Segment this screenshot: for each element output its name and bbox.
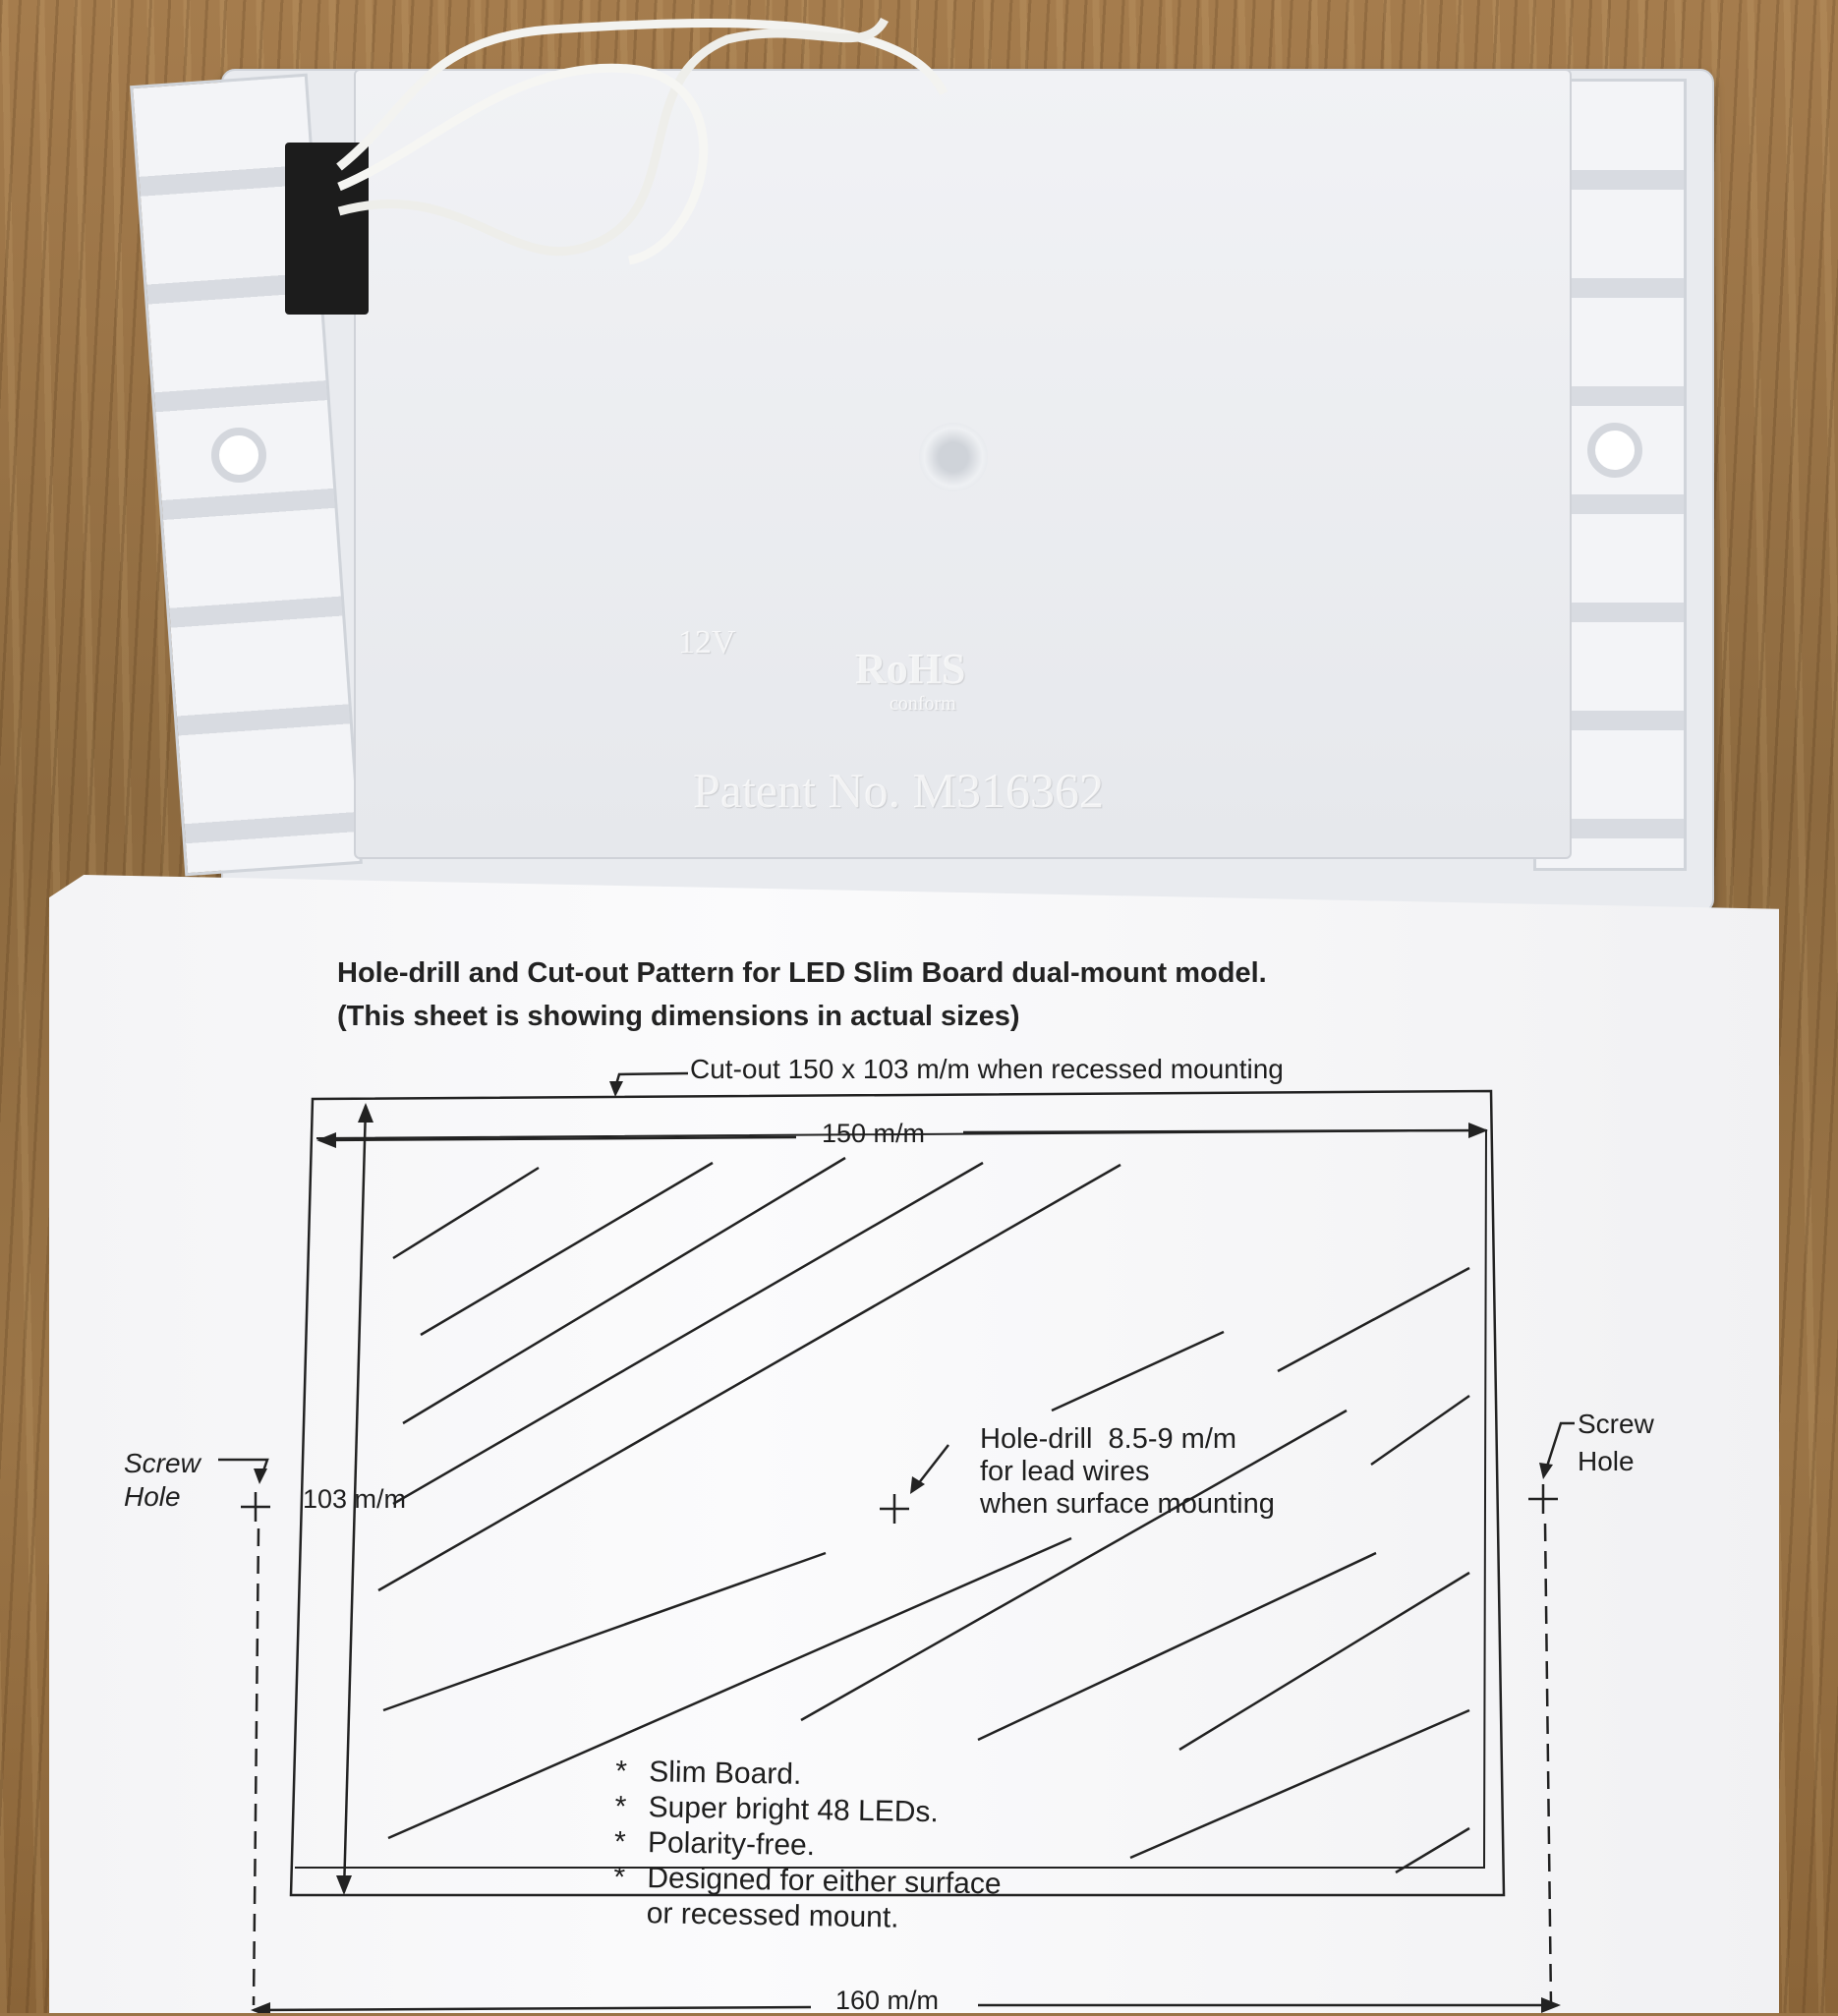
center-drill-cross xyxy=(880,1494,909,1524)
height-arrow-top xyxy=(358,1103,373,1123)
screw-arrow-right xyxy=(1539,1463,1553,1479)
width-dim-line-left xyxy=(318,1135,797,1142)
cutout-arrow xyxy=(609,1081,623,1097)
sheet-title-line1: Hole-drill and Cut-out Pattern for LED S… xyxy=(337,957,1267,989)
height-arrow-bottom xyxy=(336,1875,352,1895)
screw-cross-right xyxy=(1528,1484,1558,1514)
drill-arrow xyxy=(910,1476,925,1494)
bottom-arrow-left xyxy=(251,2002,270,2013)
screw-cross-left xyxy=(241,1492,270,1522)
wire-connector xyxy=(285,143,369,315)
rohs-mark: RoHS xyxy=(855,645,966,693)
instruction-sheet xyxy=(49,875,1779,2013)
sheet-title: Hole-drill and Cut-out Pattern for LED S… xyxy=(337,951,1267,1038)
rohs-sub-mark: conform xyxy=(890,693,956,715)
width-arrow-left xyxy=(316,1132,336,1148)
cutout-leader xyxy=(612,1071,689,1092)
inner-frame xyxy=(295,1128,1488,1869)
sheet-title-line2: (This sheet is showing dimensions in act… xyxy=(337,1001,1020,1032)
patent-text: Patent No. M316362 xyxy=(693,763,1105,818)
width-outer-label: 160 m/m xyxy=(835,1986,940,2015)
width-arrow-right xyxy=(1468,1123,1488,1138)
outer-frame xyxy=(289,1089,1506,1897)
hole-drill-label: Hole-drill 8.5-9 m/m for lead wires when… xyxy=(980,1423,1275,1520)
cutout-label: Cut-out 150 x 103 m/m when recessed moun… xyxy=(690,1054,1284,1084)
width-dim-line-right xyxy=(962,1128,1487,1134)
screw-hole-right-label: Screw Hole xyxy=(1578,1409,1654,1476)
width-inner-label: 150 m/m xyxy=(822,1119,926,1148)
screw-line-right xyxy=(1543,1523,1553,2006)
screw-line-left xyxy=(252,1527,260,2006)
voltage-mark: 12V xyxy=(678,624,736,661)
feature-list: *Slim Board. *Super bright 48 LEDs. *Pol… xyxy=(612,1755,1003,1938)
bottom-arrow-right xyxy=(1541,1997,1561,2013)
screw-hole-left-label: Screw Hole xyxy=(124,1448,201,1512)
feature-item-continuation: or recessed mount. xyxy=(646,1897,899,1934)
screw-arrow-left xyxy=(254,1469,267,1484)
lens-center-hole xyxy=(919,423,988,491)
left-mount-hole xyxy=(211,428,266,483)
height-dim-line xyxy=(342,1105,368,1893)
right-mount-hole xyxy=(1587,423,1642,478)
bottom-dim-line-left xyxy=(253,2005,812,2012)
height-inner-label: 103 m/m xyxy=(303,1484,407,1514)
screw-leader-right xyxy=(1543,1421,1575,1473)
